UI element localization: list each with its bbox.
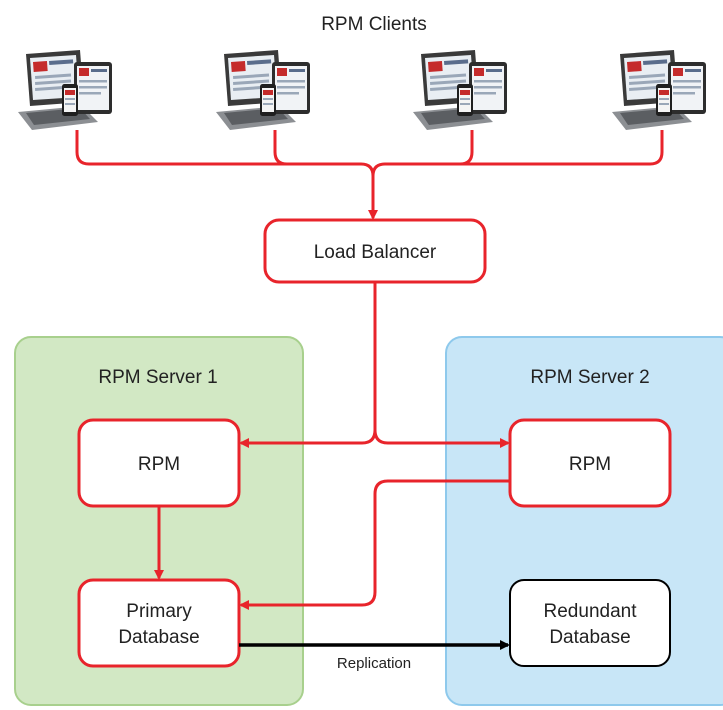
rpm2-box bbox=[508, 418, 672, 508]
laptop-with-devices-icon bbox=[18, 50, 112, 130]
client-1-link bbox=[75, 130, 375, 177]
redundant-database-line1: Redundant bbox=[544, 601, 638, 622]
lb-connections bbox=[239, 282, 510, 448]
laptop-with-devices-icon bbox=[216, 50, 310, 130]
rpm1-label: RPM bbox=[138, 454, 180, 475]
server2-label: RPM Server 2 bbox=[530, 367, 649, 388]
primary-database-line2: Database bbox=[118, 627, 199, 648]
rpm2-label: RPM bbox=[569, 454, 611, 475]
diagram-title: RPM Clients bbox=[321, 14, 427, 35]
redundant-database-box bbox=[509, 579, 671, 667]
client-4-link bbox=[460, 130, 664, 166]
primary-database-box bbox=[77, 578, 241, 668]
redundant-database-line2: Database bbox=[549, 627, 630, 648]
db-connections bbox=[154, 479, 510, 610]
server1-label: RPM Server 1 bbox=[98, 367, 217, 388]
rpm2-to-primary-db-arrow bbox=[239, 479, 510, 610]
primary-database-line1: Primary bbox=[126, 601, 192, 622]
client-3-link bbox=[371, 130, 474, 177]
laptop-with-devices-icon bbox=[612, 50, 706, 130]
client-2-link bbox=[273, 130, 288, 166]
load-balancer-label: Load Balancer bbox=[314, 242, 437, 263]
client-connections bbox=[75, 130, 664, 220]
client-devices bbox=[18, 50, 706, 130]
laptop-with-devices-icon bbox=[413, 50, 507, 130]
replication-label: Replication bbox=[337, 655, 411, 672]
lb-to-rpm2-arrow bbox=[373, 429, 510, 448]
